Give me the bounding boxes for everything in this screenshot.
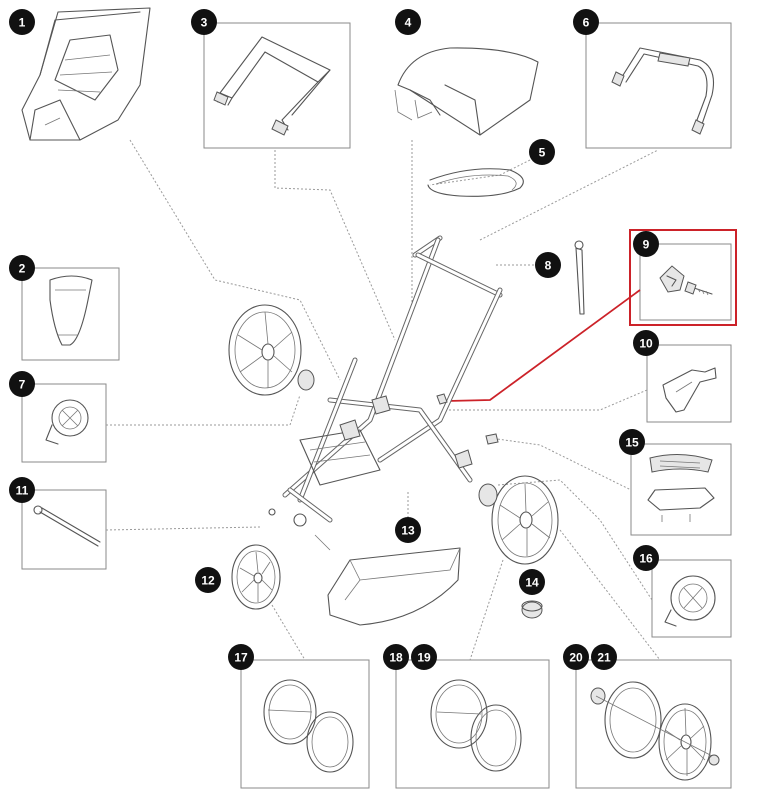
leader-lines [105,139,661,661]
callout-badge-16: 16 [633,545,659,571]
part-box-16 [651,559,732,638]
highlight-frame-9 [629,229,737,326]
callout-label-17: 17 [234,651,248,665]
callout-badge-15: 15 [619,429,645,455]
callout-badge-13: 13 [395,517,421,543]
callout-badge-14: 14 [519,569,545,595]
clip-screw-part [659,265,713,296]
wheel-assembly-20-21 [590,681,720,781]
callout-label-2: 2 [19,262,26,276]
canopy-part [394,47,539,136]
callout-label-21: 21 [597,651,611,665]
small-parts [436,393,499,445]
part-box-9 [639,243,732,321]
basket-part [327,547,461,626]
callout-badge-17: 17 [228,644,254,670]
foot-brake-part [647,454,715,522]
tires-18-19 [430,679,522,772]
callout-badge-7: 7 [9,371,35,397]
tires-17 [263,679,354,773]
callout-label-7: 7 [19,378,26,392]
part-box-20-21 [575,659,732,789]
callout-label-14: 14 [525,576,539,590]
front-wheel-part [231,544,281,610]
callout-label-18: 18 [389,651,403,665]
callout-badge-1: 1 [9,9,35,35]
callout-badge-19: 19 [411,644,437,670]
hub-part [664,575,716,627]
callout-badge-12: 12 [195,567,221,593]
callout-badge-18: 18 [383,644,409,670]
callout-label-9: 9 [643,238,650,252]
handlebar-part [611,47,715,135]
callout-badge-9: 9 [633,231,659,257]
wheel-hub-part [45,399,89,445]
callout-badge-6: 6 [573,9,599,35]
callout-label-12: 12 [201,574,215,588]
latch-part [662,367,717,413]
callout-badge-4: 4 [395,9,421,35]
part-box-2 [21,267,120,361]
part-box-7 [21,383,107,463]
callout-badge-3: 3 [191,9,217,35]
cap-part [521,600,543,619]
highlight-leader-9 [446,289,641,402]
callout-badge-21: 21 [591,644,617,670]
callout-label-6: 6 [583,16,590,30]
part-box-11 [21,489,107,570]
callout-label-20: 20 [569,651,583,665]
callout-badge-20: 20 [563,644,589,670]
harness-pad-part [49,275,93,346]
callout-label-4: 4 [405,16,412,30]
rear-wheel-right [478,475,559,565]
part-box-17 [240,659,370,789]
callout-badge-2: 2 [9,255,35,281]
stroller-frame [268,235,503,551]
callout-label-8: 8 [545,259,552,273]
callout-badge-11: 11 [9,477,35,503]
cable-part [427,168,524,197]
callout-label-13: 13 [401,524,415,538]
seat-part [21,7,151,141]
callout-badge-10: 10 [633,330,659,356]
strap-part [574,240,585,315]
callout-label-5: 5 [539,146,546,160]
callout-label-3: 3 [201,16,208,30]
callout-label-19: 19 [417,651,431,665]
callout-label-15: 15 [625,436,639,450]
callout-label-11: 11 [16,484,29,498]
callout-label-16: 16 [639,552,653,566]
callout-badge-5: 5 [529,139,555,165]
callout-label-1: 1 [19,16,26,30]
bracket-part [213,36,331,136]
rear-wheel-left [228,304,315,396]
callout-label-10: 10 [639,337,653,351]
callout-badge-8: 8 [535,252,561,278]
part-box-18-19 [395,659,550,789]
axle-pin-part [33,505,101,547]
part-box-6 [585,22,732,149]
